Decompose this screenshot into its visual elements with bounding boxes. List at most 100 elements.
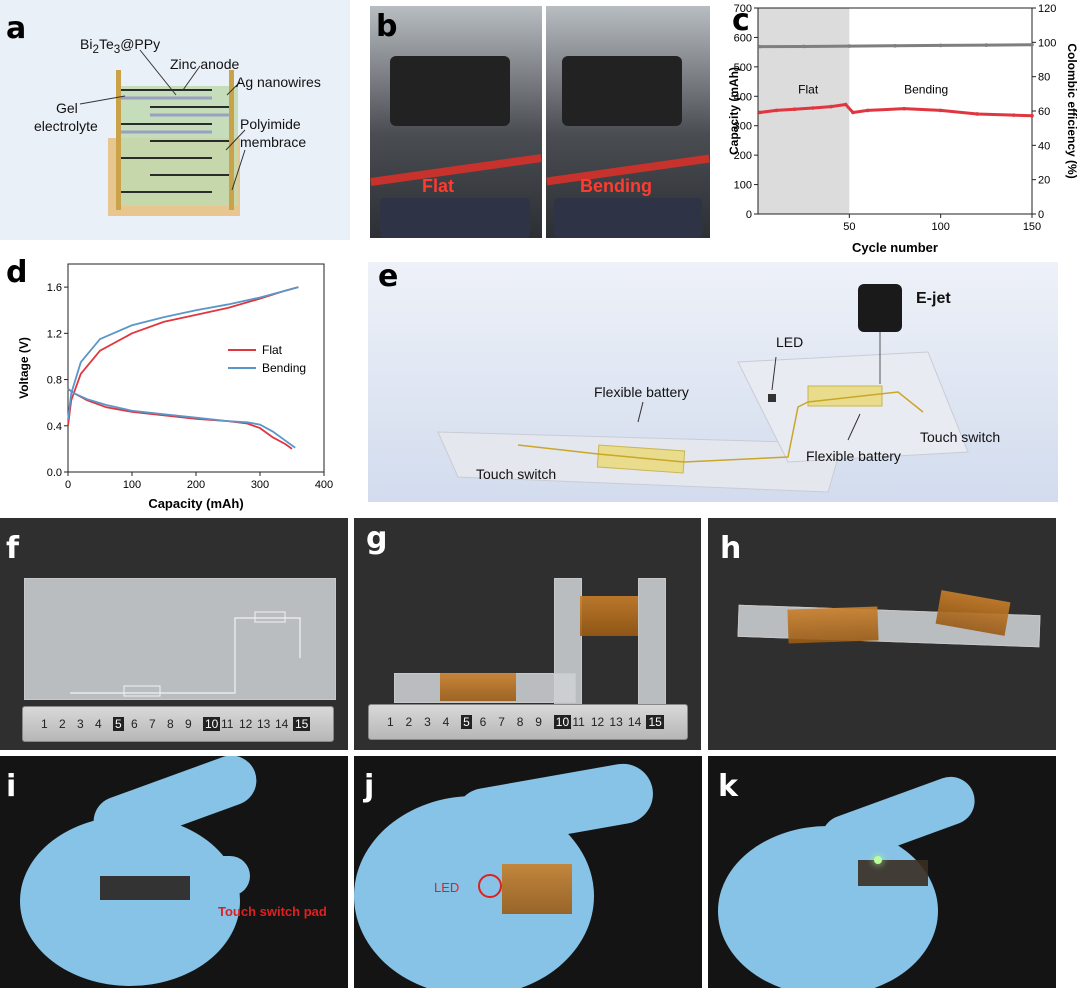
- touch-switch-left-label: Touch switch: [476, 466, 557, 482]
- bent-device-tape: [787, 606, 879, 644]
- panel-a-label: a: [6, 11, 27, 46]
- panel-e-label: e: [378, 262, 399, 294]
- ruler-number: 9: [535, 715, 542, 729]
- y-tick-label: 1.2: [47, 328, 62, 340]
- device-on-finger-k: [858, 860, 928, 886]
- y-tick-label: 200: [734, 150, 752, 162]
- bi2te3-bi: Bi: [80, 36, 93, 52]
- flat-annotation: Flat: [798, 82, 819, 96]
- x-tick-label: 200: [187, 479, 205, 491]
- panel-h: h: [708, 518, 1056, 750]
- panel-h-label: h: [720, 531, 742, 566]
- y2-tick-label: 120: [1038, 3, 1056, 15]
- bi2te3-ppy: @PPy: [120, 36, 161, 52]
- y2-tick-label: 80: [1038, 72, 1050, 84]
- panel-f-label: f: [6, 531, 20, 566]
- ruler-number: 9: [185, 717, 192, 731]
- y-tick-label: 400: [734, 91, 752, 103]
- y-tick-label: 0: [746, 209, 752, 221]
- capacity-point: [843, 102, 848, 107]
- y2-tick-label: 0: [1038, 209, 1044, 221]
- capacity-point: [851, 110, 855, 115]
- ruler-number: 5: [461, 715, 472, 729]
- bi2te3-sub2: 3: [113, 42, 121, 56]
- capacity-point: [1011, 113, 1016, 117]
- photo-flat: Flat: [370, 6, 542, 238]
- efficiency-point: [1030, 42, 1034, 47]
- capacity-point: [758, 110, 762, 115]
- ruler-number: 10: [203, 717, 221, 731]
- legend-bending-label: Bending: [262, 361, 306, 375]
- y-tick-label: 700: [734, 3, 752, 15]
- capacity-point: [774, 108, 779, 113]
- y-tick-label: 300: [734, 121, 752, 133]
- ruler-number: 2: [59, 717, 66, 731]
- y-tick-label: 0.4: [47, 421, 62, 433]
- device-on-finger-i: [100, 876, 190, 900]
- ruler-number: 3: [77, 717, 84, 731]
- led-label: LED: [776, 334, 804, 350]
- efficiency-point: [893, 43, 897, 48]
- ruler-number: 7: [149, 717, 156, 731]
- circuit-trace: [70, 611, 301, 697]
- ruler-number: 3: [424, 715, 431, 729]
- legend-flat-label: Flat: [262, 343, 283, 357]
- y-axis-label: Voltage (V): [17, 337, 31, 399]
- touch-switch-pad-annotation: Touch switch pad: [218, 904, 327, 919]
- electrolyte-label: electrolyte: [34, 118, 98, 134]
- panel-d-label: d: [6, 255, 28, 290]
- ruler-number: 13: [257, 717, 271, 731]
- ruler-number: 12: [590, 715, 605, 729]
- capacity-point: [938, 108, 943, 113]
- capacity-point: [1030, 113, 1034, 118]
- meter-2: [554, 198, 702, 238]
- photo-bending: Bending: [546, 6, 710, 238]
- cable-red: [370, 154, 542, 186]
- y-axis-label: Capacity (mAh): [727, 67, 741, 155]
- ruler-number: 1: [387, 715, 394, 729]
- flexible-battery-right-label: Flexible battery: [806, 448, 901, 464]
- vertical-strip-right: [638, 578, 666, 710]
- kapton-tape-top: [580, 596, 638, 636]
- flexible-battery-left-label: Flexible battery: [594, 384, 689, 400]
- bending-caption: Bending: [580, 176, 652, 196]
- meter: [380, 198, 530, 238]
- y-tick-label: 600: [734, 32, 752, 44]
- efficiency-point: [938, 43, 943, 48]
- ruler-number: 11: [221, 717, 234, 731]
- panel-i-label: i: [6, 769, 17, 804]
- clamp-block: [390, 56, 510, 126]
- y-tick-label: 1.6: [47, 282, 62, 294]
- panel-g-label: g: [366, 521, 388, 556]
- efficiency-point: [847, 44, 852, 48]
- y2-tick-label: 60: [1038, 106, 1050, 118]
- battery-schematic: [79, 49, 246, 216]
- ag-nanowires-label: Ag nanowires: [236, 74, 321, 90]
- panel-a: a Bi2Te3@PPy Zinc an: [0, 0, 350, 240]
- panel-j-label: j: [364, 769, 375, 804]
- x-tick-label: 0: [65, 479, 71, 491]
- membrace-label: membrace: [240, 134, 307, 150]
- y2-axis-label: Colombic efficiency (%): [1065, 43, 1079, 178]
- efficiency-point: [801, 44, 806, 49]
- bi2te3-label: Bi2Te3@PPy: [80, 36, 160, 56]
- zinc-anode-label: Zinc anode: [170, 56, 240, 72]
- x-tick-label: 100: [123, 479, 141, 491]
- bending-annotation: Bending: [904, 82, 948, 96]
- ruler-number: 10: [553, 715, 572, 729]
- y-tick-label: 0.8: [47, 375, 62, 387]
- flat-discharge-line: [67, 388, 293, 450]
- ruler-number: 13: [609, 715, 623, 729]
- x-tick-label: 400: [315, 479, 333, 491]
- x-tick-label: 100: [931, 221, 949, 233]
- ruler-number: 14: [275, 717, 289, 731]
- ruler-number: 1: [41, 717, 48, 731]
- efficiency-point: [758, 44, 762, 49]
- device-illustration: [437, 284, 969, 493]
- capacity-point: [792, 107, 797, 112]
